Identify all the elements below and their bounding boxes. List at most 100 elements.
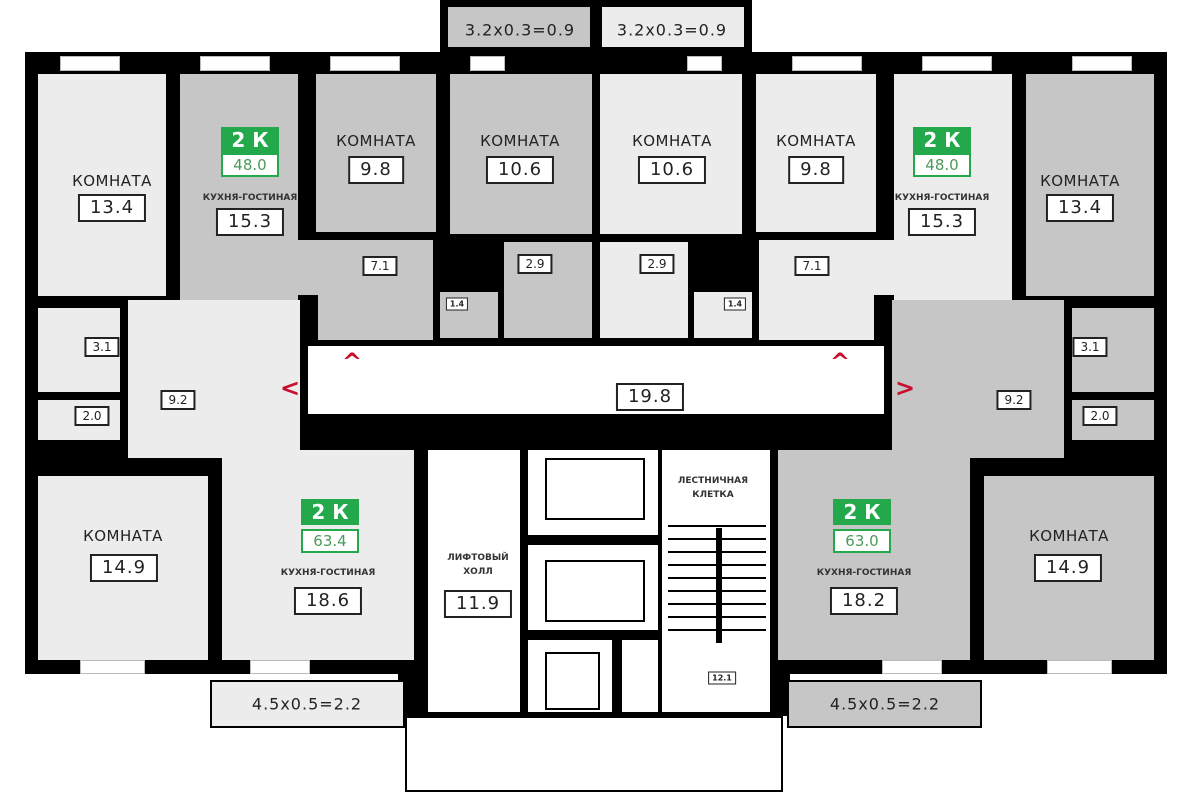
balcony-label: 4.5x0.5=2.2 (251, 694, 363, 714)
window (470, 56, 505, 71)
kitchen (894, 74, 1012, 336)
wc-area: 1.4 (445, 297, 469, 311)
room-area: 10.6 (485, 156, 555, 184)
vestibule (405, 716, 783, 792)
balcony-bottom (787, 680, 982, 728)
wc-area: 1.4 (723, 297, 747, 311)
entrance-arrow-icon[interactable]: ^ (829, 348, 851, 376)
room-a (1026, 74, 1154, 296)
apartment-total-area: 48.0 (221, 153, 279, 177)
lift-cabin (545, 458, 645, 520)
bathroom-area: 3.1 (84, 337, 120, 357)
window (60, 56, 120, 71)
apartment-total-area: 48.0 (913, 153, 971, 177)
wc-area: 2.0 (74, 406, 110, 426)
hall (318, 290, 433, 340)
lift-divider (612, 640, 622, 712)
kitchen-label: КУХНЯ-ГОСТИНАЯ (202, 193, 298, 203)
kitchen-area: 18.2 (829, 587, 899, 615)
hall-area: 7.1 (362, 256, 398, 276)
room-b (756, 74, 876, 232)
lift-divider (528, 535, 658, 545)
entrance-arrow-icon[interactable]: ^ (341, 348, 363, 376)
window (200, 56, 270, 71)
lift-cabin (545, 652, 600, 710)
stair-label: ЛЕСТНИЧНАЯ (677, 476, 749, 486)
kitchen (180, 74, 298, 336)
stair-label: КЛЕТКА (692, 490, 734, 500)
apartment-total-area: 63.4 (301, 529, 359, 553)
room-area: 13.4 (77, 194, 147, 222)
kitchen (778, 450, 970, 660)
room-label: КОМНАТА (72, 172, 152, 190)
lift-cabin (545, 560, 645, 622)
kitchen-area: 15.3 (215, 208, 285, 236)
apartment-rooms-badge: 2 К (221, 127, 279, 153)
room-area: 14.9 (1033, 554, 1103, 582)
hall (759, 290, 874, 340)
window (687, 56, 722, 71)
window (250, 660, 310, 674)
apartment-total-area: 63.0 (833, 529, 891, 553)
room-area: 9.8 (348, 156, 404, 184)
bathroom-area: 2.9 (517, 254, 553, 274)
room-label: КОМНАТА (480, 132, 560, 150)
room-c (600, 74, 742, 234)
apartment-rooms-badge: 2 К (301, 499, 359, 525)
kitchen-label: КУХНЯ-ГОСТИНАЯ (280, 568, 376, 578)
stair-rail (716, 528, 722, 643)
room-area: 10.6 (637, 156, 707, 184)
balcony-label: 3.2x0.3=0.9 (616, 20, 728, 40)
hall-area: 9.2 (160, 390, 196, 410)
room-label: КОМНАТА (776, 132, 856, 150)
balcony-bottom (210, 680, 405, 728)
room-label: КОМНАТА (632, 132, 712, 150)
bathroom-area: 2.9 (639, 254, 675, 274)
window (80, 660, 145, 674)
hall (892, 300, 1064, 458)
kitchen-area: 18.6 (293, 587, 363, 615)
room-label: КОМНАТА (1029, 527, 1109, 545)
balcony-top (446, 5, 592, 49)
hall-area: 7.1 (794, 256, 830, 276)
hall (278, 240, 433, 295)
window (1072, 56, 1132, 71)
stair-area: 12.1 (708, 671, 736, 685)
balcony-label: 3.2x0.3=0.9 (464, 20, 576, 40)
kitchen-label: КУХНЯ-ГОСТИНАЯ (816, 568, 912, 578)
balcony-top (600, 5, 746, 49)
apartment-rooms-badge: 2 К (913, 127, 971, 153)
stair-step (668, 525, 766, 527)
hall-area: 9.2 (996, 390, 1032, 410)
entrance-arrow-icon[interactable]: < (279, 374, 301, 402)
kitchen-label: КУХНЯ-ГОСТИНАЯ (894, 193, 990, 203)
room-b (316, 74, 436, 232)
window (882, 660, 942, 674)
room-area: 13.4 (1045, 194, 1115, 222)
wc-area: 2.0 (1082, 406, 1118, 426)
lift-hall-area: 11.9 (443, 590, 513, 618)
kitchen (222, 450, 414, 660)
balcony-label: 4.5x0.5=2.2 (829, 694, 941, 714)
apartment-rooms-badge: 2 К (833, 499, 891, 525)
room-area: 9.8 (788, 156, 844, 184)
corridor-area: 19.8 (615, 383, 685, 411)
window (792, 56, 862, 71)
hall (128, 300, 300, 458)
lift-hall (428, 450, 520, 712)
room-a (38, 74, 166, 296)
window (330, 56, 400, 71)
bathroom-area: 3.1 (1072, 337, 1108, 357)
window (1047, 660, 1112, 674)
room-label: КОМНАТА (336, 132, 416, 150)
lift-hall-label: ЛИФТОВЫЙ (447, 553, 509, 563)
window (922, 56, 992, 71)
lift-divider (528, 630, 658, 640)
hall (759, 240, 914, 295)
entrance-arrow-icon[interactable]: > (894, 374, 916, 402)
room-area: 14.9 (89, 554, 159, 582)
room-label: КОМНАТА (83, 527, 163, 545)
lift-hall-label: ХОЛЛ (463, 567, 493, 577)
room-label: КОМНАТА (1040, 172, 1120, 190)
